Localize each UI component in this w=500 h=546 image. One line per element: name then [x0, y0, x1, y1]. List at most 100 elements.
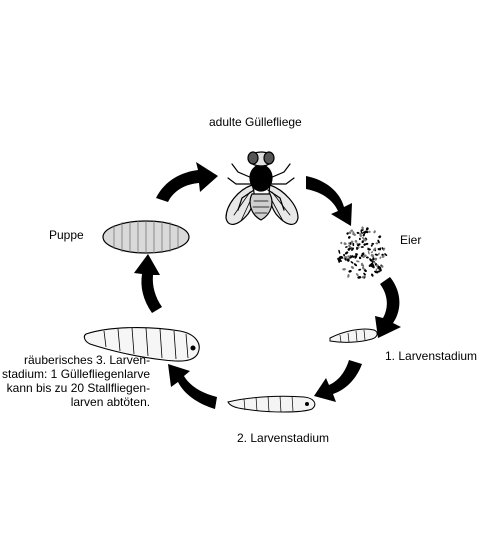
egg: [374, 257, 378, 261]
label-larva3-line: räuberisches 3. Larven-: [24, 353, 151, 367]
larva3-illustration: [83, 327, 200, 362]
egg: [350, 229, 354, 232]
egg: [361, 237, 365, 240]
fly-thorax: [249, 164, 273, 192]
egg: [381, 255, 385, 258]
egg: [360, 246, 364, 248]
egg: [377, 252, 380, 256]
egg: [371, 242, 375, 245]
egg: [346, 258, 350, 262]
egg: [363, 238, 367, 242]
egg: [377, 239, 380, 244]
egg: [348, 231, 352, 234]
label-larva3-line: stadium: 1 Güllefliegenlarve: [2, 367, 151, 381]
egg: [367, 250, 370, 255]
label-eggs: Eier: [400, 233, 422, 247]
egg: [338, 249, 341, 254]
larva1-illustration: [329, 328, 378, 343]
fly-eye-right: [263, 151, 275, 165]
fly-eye-left: [247, 151, 259, 165]
egg: [344, 251, 349, 255]
cycle-arrows: [134, 162, 401, 409]
egg: [373, 247, 377, 252]
egg: [360, 262, 364, 266]
egg: [370, 259, 373, 262]
arrow-larva2-to-larva3: [168, 364, 217, 409]
egg: [379, 247, 382, 251]
egg: [346, 232, 349, 235]
label-pupa: Puppe: [49, 228, 84, 242]
egg: [371, 273, 374, 277]
egg: [374, 270, 377, 274]
egg: [360, 230, 363, 234]
egg: [377, 266, 381, 270]
egg: [342, 268, 346, 271]
egg: [368, 263, 372, 267]
egg: [354, 254, 358, 259]
egg: [343, 253, 346, 257]
egg: [356, 246, 358, 250]
egg: [348, 270, 352, 273]
egg: [367, 248, 371, 251]
egg: [356, 260, 360, 263]
egg: [376, 270, 381, 273]
egg: [362, 254, 366, 259]
egg: [353, 233, 356, 236]
egg: [349, 256, 353, 259]
egg: [367, 230, 371, 233]
arrow-adult-to-eggs: [306, 176, 352, 226]
arrow-pupa-to-adult: [156, 162, 218, 202]
egg: [351, 247, 354, 252]
egg: [372, 257, 375, 261]
egg: [379, 256, 382, 259]
egg: [352, 231, 355, 236]
adult-fly-illustration: [225, 151, 299, 225]
egg: [352, 242, 355, 247]
label-larva3-line: kann bis zu 20 Stallfliegen-: [6, 381, 151, 395]
arrow-eggs-to-larva1: [375, 277, 401, 338]
egg: [358, 256, 362, 260]
arrow-larva1-to-larva2: [314, 360, 362, 402]
egg: [357, 243, 361, 247]
egg: [361, 240, 364, 244]
label-adult-fly: adulte Güllefliege: [209, 115, 302, 129]
egg: [338, 256, 343, 259]
label-larva2: 2. Larvenstadium: [237, 431, 330, 445]
label-larva3-line: larven abtöten.: [70, 395, 151, 409]
arrow-larva3-to-pupa: [134, 254, 162, 313]
egg: [363, 231, 366, 235]
label-larva3: räuberisches 3. Larven- stadium: 1 Gülle…: [2, 353, 150, 409]
egg: [343, 256, 347, 259]
egg: [354, 240, 358, 243]
label-larva1: 1. Larvenstadium: [385, 349, 478, 363]
egg: [381, 265, 384, 268]
egg: [355, 253, 358, 256]
egg: [343, 242, 347, 246]
egg: [370, 251, 374, 254]
egg: [365, 227, 369, 231]
egg: [355, 273, 359, 277]
egg: [378, 235, 382, 239]
egg: [345, 246, 348, 248]
egg: [363, 243, 366, 246]
egg: [372, 261, 376, 264]
egg: [365, 242, 369, 246]
fly-wing-right: [268, 184, 299, 225]
egg: [373, 230, 376, 234]
egg: [348, 244, 352, 249]
egg: [348, 236, 351, 239]
egg: [375, 242, 379, 245]
egg: [353, 263, 358, 267]
egg: [337, 259, 342, 262]
egg: [350, 266, 355, 269]
egg: [361, 226, 364, 230]
egg: [356, 231, 360, 234]
egg: [340, 241, 343, 245]
egg: [371, 254, 375, 258]
egg: [359, 233, 362, 238]
egg: [383, 247, 386, 251]
egg: [362, 265, 365, 269]
egg: [370, 244, 373, 247]
egg: [358, 268, 362, 271]
